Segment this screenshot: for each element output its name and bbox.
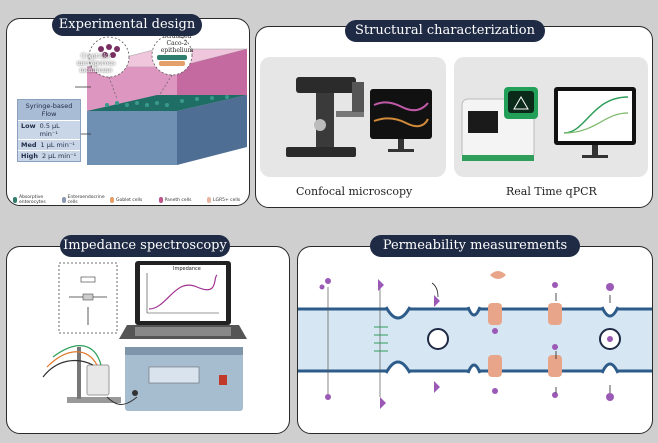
impedance-title: Impedance spectroscopy xyxy=(60,235,230,257)
flow-level: High xyxy=(21,152,38,160)
flow-table-header: Syringe-based Flow xyxy=(18,100,80,120)
permeability-panel xyxy=(297,246,653,434)
flow-value: 2 μL min⁻¹ xyxy=(41,152,77,160)
flow-value: 1 μL min⁻¹ xyxy=(40,141,75,149)
confocal-caption: Confocal microscopy xyxy=(296,185,413,198)
qpcr-machine-icon xyxy=(461,87,538,161)
legend-item: Goblet cells xyxy=(110,195,156,205)
callout-membrane-label: Crypt-like microporous membrane xyxy=(76,53,116,74)
impedance-illustration xyxy=(42,261,247,411)
callout-epithelium-label: Stratified Caco-2 epithelium xyxy=(160,33,194,54)
laptop-icon xyxy=(119,261,247,339)
legend-item: Paneth cells xyxy=(158,195,205,205)
microscope-icon xyxy=(286,77,364,157)
legend-label: Absorptive enterocytes xyxy=(19,195,46,205)
legend-item: LGR5+ cells xyxy=(207,195,249,205)
permeability-illustration xyxy=(298,271,652,409)
legend-label: Enteroendocrine cells xyxy=(67,195,105,205)
legend-label: Goblet cells xyxy=(116,197,143,203)
flow-level: Med xyxy=(21,141,37,149)
qpcr-monitor-icon xyxy=(554,87,636,158)
flow-level: Low xyxy=(21,122,36,130)
laptop-screen-title: Impedance xyxy=(173,266,201,272)
permeability-title: Permeability measurements xyxy=(370,235,580,257)
structural-panel: Confocal microscopy Real Time qPCR xyxy=(255,26,653,208)
structural-title: Structural characterization xyxy=(345,20,545,42)
qpcr-caption: Real Time qPCR xyxy=(506,185,597,198)
experimental-design-panel: Crypt-like microporous membrane Stratifi… xyxy=(6,18,250,206)
chip-illustration xyxy=(75,34,248,165)
legend-label: Paneth cells xyxy=(164,197,192,203)
experimental-design-title: Experimental design xyxy=(52,14,202,36)
legend-item: Absorptive enterocytes xyxy=(13,195,59,205)
legend-label: LGR5+ cells xyxy=(213,197,241,203)
legend-item: Enteroendocrine cells xyxy=(61,195,108,205)
electrode-stand-icon xyxy=(42,345,138,405)
impedance-analyzer-icon xyxy=(125,347,243,411)
cell-legend: Absorptive enterocytes Enteroendocrine c… xyxy=(13,195,249,205)
structural-illustration xyxy=(260,57,648,177)
monitor-icon xyxy=(370,89,432,152)
impedance-panel: Impedance xyxy=(6,246,290,434)
flow-value: 0.5 μL min⁻¹ xyxy=(39,122,60,138)
